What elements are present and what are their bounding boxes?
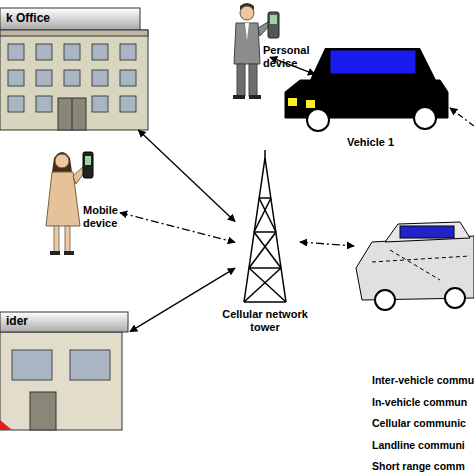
comm-link	[120, 213, 235, 243]
node-box: Cellular network tower	[235, 160, 295, 340]
person-figure	[55, 154, 69, 168]
provider-building	[12, 350, 52, 380]
person-figure	[65, 226, 70, 252]
legend-text: Cellular communic	[372, 413, 474, 435]
office-building	[8, 70, 24, 86]
node-box: Vehicle 1	[315, 50, 450, 150]
office-building	[92, 70, 108, 86]
office-building	[0, 30, 148, 130]
office-building	[8, 96, 24, 112]
person-figure	[64, 251, 74, 255]
node-label: ider	[6, 314, 124, 328]
office-building	[36, 96, 52, 112]
comm-link	[300, 242, 354, 246]
node-label: Vehicle 1	[347, 136, 427, 149]
legend-text: Short range comm	[372, 456, 474, 474]
office-building	[0, 30, 148, 36]
provider-building	[0, 420, 12, 430]
person-figure	[270, 15, 277, 24]
person-figure	[249, 64, 257, 96]
person-figure	[249, 95, 261, 99]
node-box: Personal device	[232, 0, 270, 100]
provider-building	[70, 350, 110, 380]
office-building	[0, 8, 140, 30]
person-figure	[240, 6, 254, 20]
car-illustration	[372, 256, 470, 262]
person-figure	[50, 251, 60, 255]
office-building	[0, 8, 148, 130]
comm-link	[270, 57, 315, 74]
person-figure	[83, 152, 93, 178]
car-illustration	[356, 222, 474, 310]
node-label: Personal device	[263, 44, 315, 70]
office-building	[36, 44, 52, 60]
car-illustration	[285, 48, 448, 131]
tower-symbol	[244, 301, 286, 303]
office-building	[64, 70, 80, 86]
tower-symbol	[249, 267, 281, 269]
office-building	[58, 98, 86, 130]
person-figure	[245, 23, 249, 40]
car-illustration	[400, 226, 454, 238]
node-label: Cellular network tower	[215, 308, 315, 334]
car-illustration	[307, 109, 329, 131]
person-figure	[237, 64, 245, 96]
tower-symbol	[254, 232, 281, 268]
legend-text: Landline communi	[372, 435, 474, 457]
person-figure	[234, 23, 260, 64]
comm-link	[138, 130, 235, 222]
provider-building	[30, 392, 56, 430]
node-label: Mobile device	[83, 204, 129, 230]
car-illustration	[414, 107, 436, 129]
office-building	[120, 44, 136, 60]
comm-link	[130, 268, 235, 332]
office-building	[120, 96, 136, 112]
comm-link	[300, 108, 474, 246]
car-illustration	[375, 290, 395, 310]
office-building	[36, 70, 52, 86]
tower-symbol	[259, 198, 276, 232]
car-illustration	[306, 100, 315, 108]
tower-symbol	[264, 150, 266, 160]
tower-symbol	[244, 268, 281, 302]
office-building	[120, 70, 136, 86]
node-box: Mobile device	[45, 148, 120, 258]
tower-symbol	[259, 197, 271, 199]
person-figure	[85, 156, 91, 165]
person-figure	[268, 12, 279, 38]
person-figure	[46, 152, 93, 255]
car-illustration	[390, 250, 440, 280]
tower-symbol	[254, 198, 271, 232]
office-building	[8, 44, 24, 60]
car-illustration	[310, 48, 436, 80]
office-building	[92, 96, 108, 112]
person-figure	[54, 226, 59, 252]
provider-building	[0, 312, 128, 430]
legend-text: In-vehicle commun	[372, 392, 474, 414]
tower-symbol	[244, 150, 286, 302]
provider-building	[0, 312, 128, 332]
node-box: k Office	[0, 8, 148, 130]
legend: Inter-vehicle commuIn-vehicle communCell…	[372, 370, 474, 474]
provider-building	[0, 332, 122, 430]
car-illustration	[385, 222, 470, 242]
office-building	[64, 44, 80, 60]
person-figure	[233, 95, 245, 99]
office-building	[72, 98, 73, 130]
comm-link	[450, 108, 474, 126]
office-building	[92, 44, 108, 60]
car-illustration	[445, 288, 465, 308]
tower-symbol	[254, 231, 276, 233]
legend-text: Inter-vehicle commu	[372, 370, 474, 392]
person-figure	[52, 152, 72, 172]
car-illustration	[330, 50, 416, 74]
node-box: ider	[0, 312, 130, 430]
car-illustration	[288, 98, 297, 106]
tower-symbol	[249, 268, 286, 302]
node-label: k Office	[6, 11, 140, 25]
tower-symbol	[249, 232, 276, 268]
